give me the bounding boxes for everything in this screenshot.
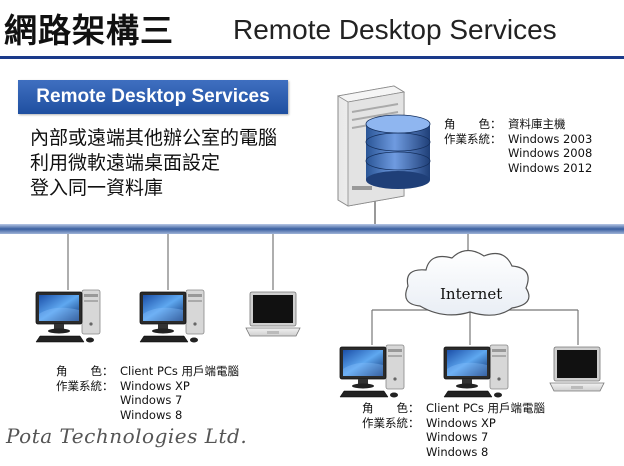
os-value: Windows 8 [120, 407, 183, 422]
desktop-pc-icon [35, 289, 101, 343]
client-info-left: 角 色： Client PCs 用戶端電腦 作業系統： Windows XP Win… [56, 364, 239, 422]
role-label: 角 色： [56, 364, 114, 378]
os-value: Windows 2003 [508, 131, 593, 146]
company-credit: Pota Technologies Ltd. [6, 424, 248, 448]
os-value: Windows XP [120, 378, 190, 393]
role-value: 資料庫主機 [508, 117, 566, 131]
desktop-pc-icon [139, 289, 205, 343]
role-value: Client PCs 用戶端電腦 [426, 401, 546, 415]
description-line-3: 登入同一資料庫 [30, 177, 164, 199]
role-value: Client PCs 用戶端電腦 [120, 364, 240, 378]
client-info-right: 角 色： Client PCs 用戶端電腦 作業系統： Windows XP Win… [362, 401, 545, 459]
os-value: Windows XP [426, 415, 496, 430]
role-label: 角 色： [444, 117, 502, 131]
os-value: Windows 2012 [508, 160, 593, 175]
laptop-icon [245, 291, 301, 337]
page-title-cjk: 網路架構三 [4, 11, 174, 50]
desktop-pc-icon [443, 344, 509, 398]
database-icon [365, 114, 431, 189]
role-label: 角 色： [362, 401, 420, 415]
os-value: Windows 8 [426, 444, 489, 459]
desktop-pc-icon [339, 344, 405, 398]
os-value: Windows 7 [120, 393, 183, 407]
os-value: Windows 7 [426, 430, 489, 444]
description-line-1: 內部或遠端其他辦公室的電腦 [30, 127, 278, 149]
server-info: 角 色： 資料庫主機 作業系統： Windows 2003 Windows 2008… [444, 117, 592, 175]
os-value: Windows 2008 [508, 146, 593, 160]
internet-label: Internet [440, 285, 503, 303]
laptop-icon [549, 346, 605, 392]
os-label: 作業系統： [444, 131, 502, 146]
os-label: 作業系統： [362, 415, 420, 430]
cloud-icon [405, 249, 530, 316]
title-divider [0, 56, 624, 59]
description-line-2: 利用微軟遠端桌面設定 [30, 152, 221, 174]
rds-badge: Remote Desktop Services [18, 80, 288, 114]
page-title-en: Remote Desktop Services [233, 14, 557, 45]
description: 內部或遠端其他辦公室的電腦 利用微軟遠端桌面設定 登入同一資料庫 [30, 126, 277, 201]
network-bus [0, 224, 624, 234]
os-label: 作業系統： [56, 378, 114, 393]
